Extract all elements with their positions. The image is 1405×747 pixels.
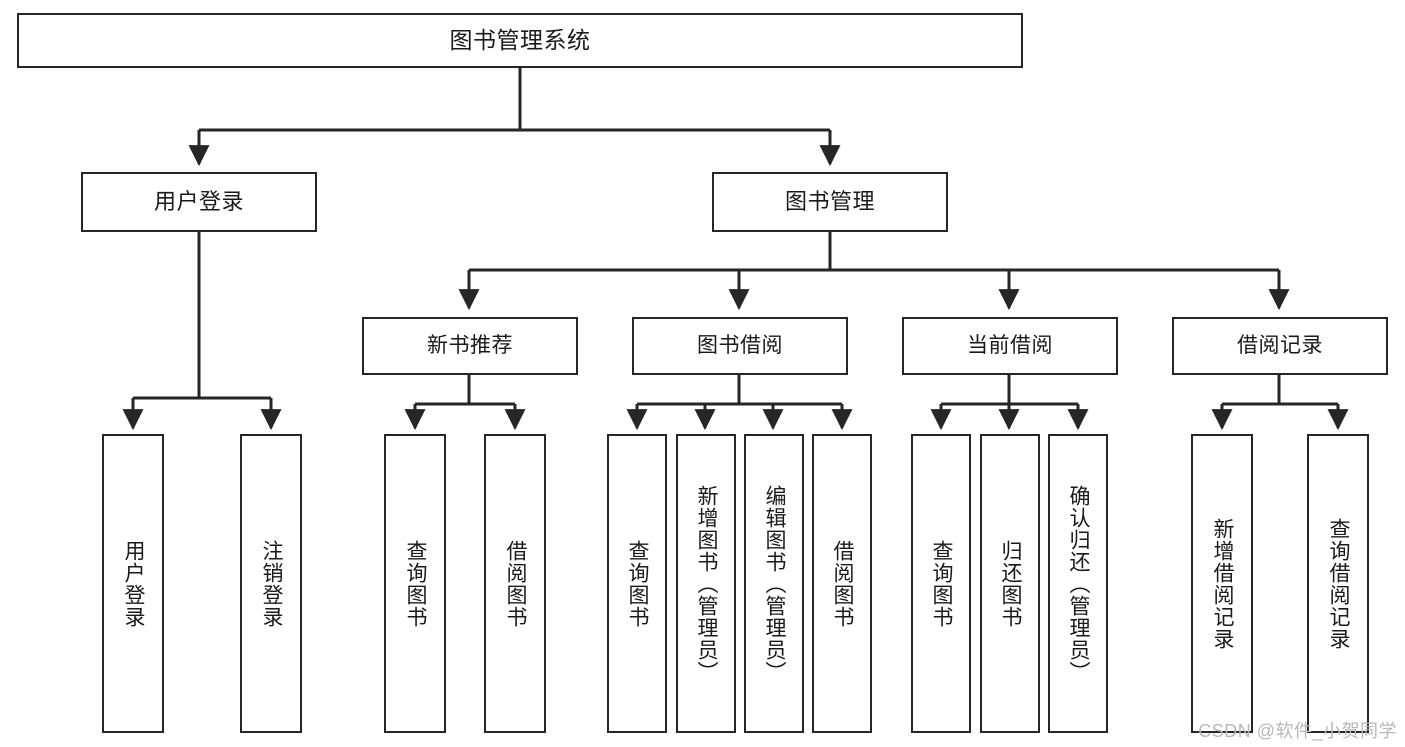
node-leaf-add-book[interactable]: 新增图书（管理员） — [676, 434, 736, 733]
node-leaf-query-book-1-label: 查询图书 — [404, 539, 428, 628]
node-leaf-borrow-book-2-label: 借阅图书 — [831, 539, 855, 628]
node-book-management-label: 图书管理 — [784, 189, 875, 215]
node-leaf-query-book-3-label: 查询图书 — [930, 539, 954, 628]
node-leaf-query-book-1[interactable]: 查询图书 — [384, 434, 446, 733]
node-user-login[interactable]: 用户登录 — [81, 172, 317, 232]
node-leaf-borrow-book-1[interactable]: 借阅图书 — [484, 434, 546, 733]
node-borrow-record[interactable]: 借阅记录 — [1172, 317, 1388, 375]
node-leaf-borrow-book-2[interactable]: 借阅图书 — [812, 434, 872, 733]
node-leaf-edit-book[interactable]: 编辑图书（管理员） — [744, 434, 804, 733]
node-borrow-record-label: 借阅记录 — [1237, 333, 1323, 357]
node-leaf-query-record-label: 查询借阅记录 — [1327, 517, 1351, 650]
node-current-borrow-label: 当前借阅 — [967, 333, 1053, 357]
node-current-borrow[interactable]: 当前借阅 — [902, 317, 1118, 375]
node-leaf-add-record[interactable]: 新增借阅记录 — [1191, 434, 1253, 733]
node-leaf-return-book[interactable]: 归还图书 — [980, 434, 1040, 733]
node-new-book-recommend[interactable]: 新书推荐 — [362, 317, 578, 375]
node-leaf-borrow-book-1-label: 借阅图书 — [504, 539, 528, 628]
node-new-book-recommend-label: 新书推荐 — [427, 333, 513, 357]
node-leaf-confirm-return[interactable]: 确认归还（管理员） — [1048, 434, 1108, 733]
node-leaf-return-book-label: 归还图书 — [999, 539, 1023, 628]
node-leaf-query-record[interactable]: 查询借阅记录 — [1307, 434, 1369, 733]
node-leaf-query-book-2[interactable]: 查询图书 — [607, 434, 667, 733]
node-leaf-confirm-return-label: 确认归还（管理员） — [1067, 484, 1091, 683]
node-leaf-user-login[interactable]: 用户登录 — [102, 434, 164, 733]
node-leaf-add-book-label: 新增图书（管理员） — [695, 484, 719, 683]
node-leaf-add-record-label: 新增借阅记录 — [1211, 517, 1235, 650]
node-leaf-logout-login[interactable]: 注销登录 — [240, 434, 302, 733]
node-user-login-label: 用户登录 — [153, 189, 244, 215]
node-root-book-management-system[interactable]: 图书管理系统 — [17, 13, 1023, 68]
node-leaf-user-login-label: 用户登录 — [122, 539, 146, 628]
node-leaf-logout-login-label: 注销登录 — [260, 539, 284, 628]
node-leaf-query-book-3[interactable]: 查询图书 — [911, 434, 971, 733]
node-book-borrow-label: 图书借阅 — [697, 333, 783, 357]
node-root-label: 图书管理系统 — [449, 26, 591, 53]
node-book-borrow[interactable]: 图书借阅 — [632, 317, 848, 375]
node-book-management[interactable]: 图书管理 — [712, 172, 948, 232]
node-leaf-query-book-2-label: 查询图书 — [626, 539, 650, 628]
node-leaf-edit-book-label: 编辑图书（管理员） — [763, 484, 787, 683]
